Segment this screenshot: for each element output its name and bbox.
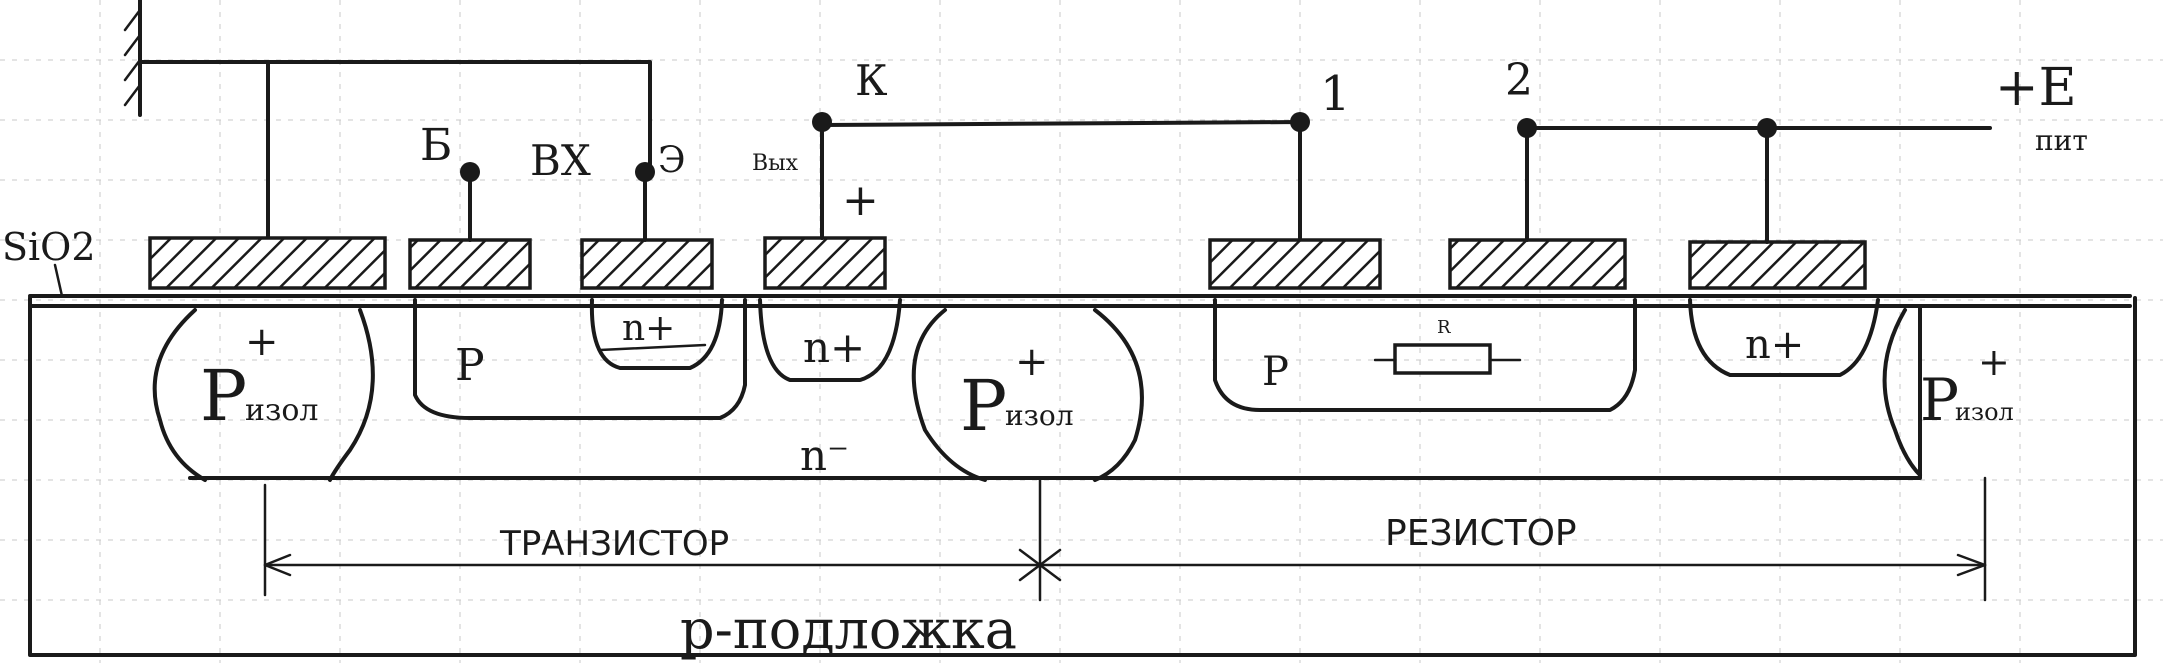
collector-plus-label: +	[842, 175, 879, 226]
n-plus-emitter-label: n+	[622, 308, 675, 349]
p-iso-right-region	[1882, 308, 1922, 477]
terminal-emitter-label: Э	[658, 140, 686, 181]
p-iso-center-sub: изол	[1005, 399, 1074, 432]
terminal-base-label: Б	[420, 120, 452, 171]
p-iso-center-plus: +	[1015, 339, 1049, 385]
terminal-output-label: Вых	[752, 151, 799, 176]
n-plus-right-label: n+	[1745, 322, 1804, 368]
n-plus-collector	[758, 298, 902, 382]
p-iso-left-region-right	[328, 308, 375, 482]
terminal-leads	[460, 112, 1992, 244]
contact-pad-resistor-2	[1448, 238, 1627, 290]
n-plus-right	[1688, 298, 1880, 377]
p-iso-left-plus: +	[245, 319, 279, 365]
oxide-label: SiO2	[2, 225, 96, 269]
p-iso-right-label: P	[1920, 366, 1959, 434]
p-iso-center-region	[911, 308, 1144, 482]
resistor-symbol-label: R	[1437, 317, 1451, 338]
emitter-mark	[598, 343, 707, 352]
ground-icon	[123, 0, 142, 117]
p-iso-right-plus: +	[1978, 340, 2010, 384]
p-iso-left-label: P	[200, 355, 247, 437]
resistor-symbol	[1373, 343, 1522, 375]
node-2-label: 2	[1505, 55, 1533, 106]
resistor-p-region	[1213, 298, 1637, 412]
substrate-outline	[28, 296, 2137, 657]
p-iso-center-label: P	[960, 365, 1007, 447]
ground-wire	[138, 60, 652, 242]
n-plus-emitter	[589, 298, 724, 370]
transistor-dimension-label: ТРАНЗИСТОР	[499, 524, 729, 564]
terminal-collector-label: К	[855, 56, 888, 105]
p-transistor-label: P	[455, 340, 485, 391]
dimension-lines	[263, 476, 1987, 602]
p-iso-left-region	[152, 308, 207, 482]
node-1-label: 1	[1320, 66, 1351, 122]
contact-pad-resistor-1	[1208, 238, 1382, 290]
contact-pad-iso-left	[148, 236, 387, 290]
contact-pad-base	[408, 238, 532, 290]
supply-label: +E	[1995, 58, 2077, 118]
p-iso-right-sub: изол	[1955, 398, 2014, 426]
contact-pad-right	[1688, 240, 1867, 290]
n-plus-collector-label: n+	[803, 323, 865, 372]
supply-sub-label: пит	[2035, 124, 2088, 157]
p-iso-left-sub: изол	[245, 393, 318, 428]
contact-pad-collector	[763, 236, 887, 290]
oxide-layer	[28, 294, 2132, 308]
resistor-dimension-label: РЕЗИСТОР	[1385, 513, 1577, 554]
terminal-input-label: ВХ	[530, 136, 591, 185]
contact-pad-emitter	[580, 238, 714, 290]
n-minus-label: n⁻	[800, 431, 849, 480]
substrate-label: р-подложка	[680, 598, 1017, 661]
p-resistor-label: P	[1262, 349, 1289, 395]
n-minus-epi-boundary	[188, 304, 1922, 480]
oxide-pointer	[53, 263, 64, 298]
transistor-p-base	[413, 298, 747, 420]
